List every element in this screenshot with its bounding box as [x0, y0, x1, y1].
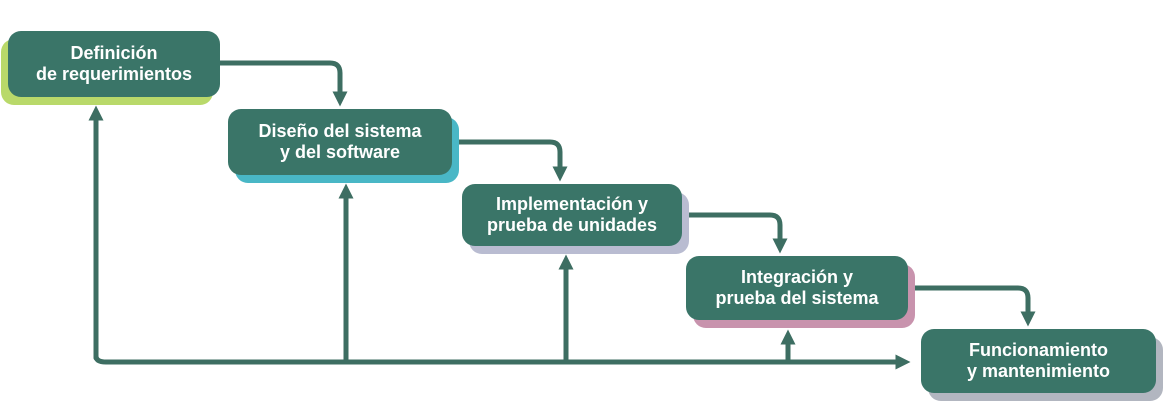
- stage-label-line2: y mantenimiento: [966, 361, 1111, 381]
- stage-requirements-definition: Definición de requerimientos: [8, 31, 220, 97]
- stage-integration-system-testing: Integración y prueba del sistema: [686, 256, 908, 320]
- stage-label-line1: Definición: [70, 43, 158, 63]
- stage-label-line1: Diseño del sistema: [258, 121, 422, 141]
- stage-label-line1: Implementación y: [495, 194, 649, 214]
- stage-label-line1: Funcionamiento: [969, 340, 1108, 360]
- stage-label-line2: prueba del sistema: [715, 288, 879, 308]
- stage-operation-maintenance: Funcionamiento y mantenimiento: [921, 329, 1156, 393]
- feedback-bottom-line: [93, 353, 911, 370]
- stage-label-line2: de requerimientos: [35, 64, 193, 84]
- arrow-stage4-to-stage5: [905, 285, 1036, 327]
- stage-label-line1: Integración y: [740, 267, 854, 287]
- stage-label-line2: y del software: [279, 142, 401, 162]
- arrow-stage3-to-stage4: [679, 212, 788, 254]
- stage-implementation-unit-testing: Implementación y prueba de unidades: [462, 184, 682, 246]
- arrow-stage2-to-stage3: [449, 139, 568, 182]
- arrow-stage1-to-stage2: [217, 60, 348, 107]
- stage-system-software-design: Diseño del sistema y del software: [228, 109, 452, 175]
- stage-label-line2: prueba de unidades: [486, 215, 658, 235]
